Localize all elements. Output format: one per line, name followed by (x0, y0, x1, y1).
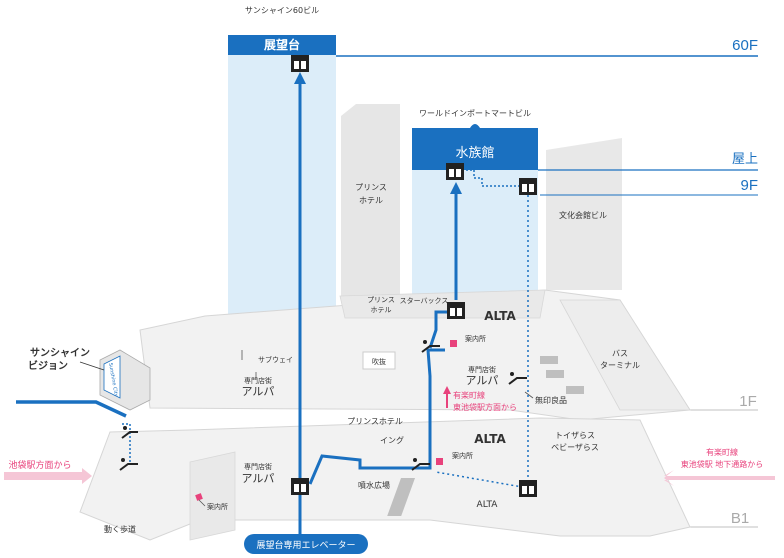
sunshine60-tower (228, 50, 336, 320)
alpa-specialty-b1: 専門店街 (244, 462, 272, 471)
observation-elevator-arrow (294, 72, 306, 84)
fountain-label: 噴水広場 (358, 480, 390, 490)
escalator-icon (421, 340, 440, 353)
floor-label-9f: 9F (740, 177, 758, 194)
prince-hotel-b1: プリンスホテル (347, 417, 403, 426)
aquarium-elevator-arrow (450, 182, 462, 194)
elevator-icon (291, 478, 309, 495)
prince-hotel-tower (341, 104, 400, 300)
alta-alpa: アルパ (466, 374, 499, 387)
stair-1f-a (540, 356, 558, 364)
vision-pointer (79, 361, 105, 371)
toizarasu-label-1: トイザらス (555, 431, 595, 440)
world-import-title: ワールドインポートマートビル (419, 109, 531, 118)
elevator-icon-b1-main (291, 478, 309, 495)
escalator-icon-1f-right (508, 372, 527, 385)
yurakucho-ug-2: 東池袋駅 地下通路から (681, 459, 764, 469)
elevator-icon (519, 178, 537, 195)
elevator-button-label: 展望台専用エレベーター (256, 539, 355, 551)
info-b1-label: 案内所 (452, 451, 473, 460)
bus-terminal-label-1: バス (612, 349, 628, 358)
elevator-icon (291, 55, 309, 72)
stair-1f-b (546, 370, 564, 378)
info-b1-left-label: 案内所 (207, 502, 228, 511)
alta-b1-bottom: ALTA (477, 500, 499, 510)
sunshine-vision-label-2: ビジョン (28, 359, 68, 372)
alpa-1f: アルパ (242, 385, 275, 398)
aquarium-label: 水族館 (455, 145, 494, 161)
bus-terminal-area (559, 299, 691, 411)
floor-plan-b1-left (189, 451, 236, 541)
elevator-icon-b1-right (519, 480, 537, 497)
floor-plan-1f-upper (339, 289, 546, 319)
mujirushi-pointer (524, 391, 534, 399)
prince-hotel-label-2: ホテル (359, 196, 383, 205)
sunshine-vision-screen (103, 355, 121, 399)
alpa-b1: アルパ (242, 472, 275, 485)
alpa-specialty-1f: 専門店街 (244, 376, 272, 385)
alta-1f-label: ALTA (484, 309, 516, 323)
ing-label: イング (380, 435, 404, 445)
toizarasu-label-2: ベビーザらス (551, 443, 599, 452)
floor-label-60f: 60F (732, 37, 758, 54)
escalator-icon-upper (121, 426, 138, 439)
route-ikebukuro-arrow (4, 468, 92, 484)
elevator-icon (447, 302, 465, 319)
fukiwake-label: 吹抜 (372, 357, 386, 366)
info-marker-1f (450, 340, 457, 347)
yurakucho-up-arrow (443, 386, 451, 394)
elevator-icon (519, 480, 537, 497)
info-1f-label: 案内所 (465, 334, 486, 343)
observation-deck-label: 展望台 (264, 37, 300, 52)
aquarium-roof (412, 124, 538, 170)
observation-elevator-button[interactable]: 展望台専用エレベーター (244, 534, 368, 554)
alta-alpa-specialty: 専門店街 (468, 365, 496, 374)
subway-label: サブウェイ (258, 355, 293, 364)
yurakucho-ug-1: 有楽町線 (706, 447, 738, 457)
elevator-icon-1f (447, 302, 465, 319)
stair-b1 (387, 478, 416, 516)
route-rooftop-9f (462, 169, 526, 187)
sunshine60-title: サンシャイン60ビル (245, 6, 319, 15)
starbucks-label: スターバックス (400, 296, 449, 305)
observation-deck-header (228, 35, 336, 55)
route-b1-dotted-to-esc (435, 471, 529, 489)
fukiwake-box (362, 351, 396, 370)
route-b1-main (308, 348, 445, 485)
prince-hotel-small-2: ホテル (371, 306, 392, 314)
bunka-kaikan-label: 文化会館ビル (559, 210, 607, 220)
info-marker-b1 (436, 458, 443, 465)
elevator-icon-9f (519, 178, 537, 195)
route-left-dotted (122, 423, 131, 465)
stair-1f-c (566, 386, 584, 394)
info-marker-b1-left (195, 493, 203, 501)
moving-walk-label: 動く歩道 (104, 524, 136, 534)
yurakucho-east-2: 東池袋駅方面から (453, 402, 517, 412)
prince-hotel-small-1: プリンス (367, 296, 395, 304)
escalator-icon-left (119, 458, 138, 471)
escalator-icon-b1 (411, 458, 430, 471)
bus-terminal-label-2: ターミナル (600, 361, 640, 370)
mujirushi-label: 無印良品 (535, 395, 567, 405)
bunka-kaikan-building (546, 138, 622, 290)
elevator-icon-60f (291, 55, 309, 72)
elevator-icon-aquarium (446, 163, 464, 180)
floor-label-1f: 1F (739, 393, 757, 410)
yurakucho-east-1: 有楽町線 (453, 390, 485, 400)
floor-label-b1: B1 (731, 510, 749, 527)
route-ikebukuro-label: 池袋駅方面から (8, 459, 71, 471)
route-vision-approach (16, 400, 127, 418)
sunshine-vision-label-1: サンシャイン (30, 347, 90, 359)
elevator-icon (446, 163, 464, 180)
vision-screen-text: Sunshine City (107, 362, 119, 397)
alta-b1-label: ALTA (474, 432, 506, 446)
floor-label-rooftop: 屋上 (732, 152, 758, 167)
prince-hotel-label-1: プリンス (355, 183, 387, 192)
info-left-pointer (198, 499, 206, 507)
yurakucho-underground-arrow (664, 470, 775, 486)
